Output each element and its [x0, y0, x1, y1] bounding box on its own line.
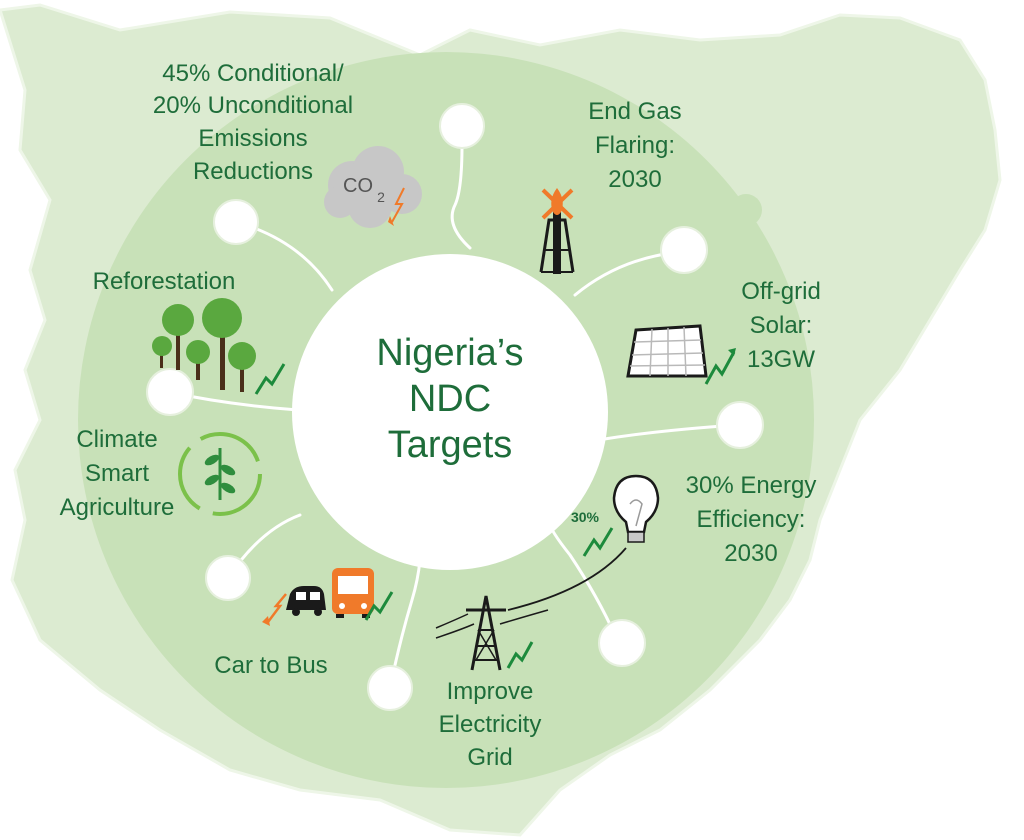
power-line-left — [435, 613, 475, 639]
bus-growth-arrow-icon — [364, 591, 394, 621]
trees-growth-arrow-icon — [254, 363, 286, 395]
solar-panel-icon — [626, 324, 708, 378]
recycle-sprout-icon — [178, 432, 262, 516]
solar-growth-arrow-icon — [704, 351, 736, 385]
agriculture-line1: Climate — [76, 426, 158, 453]
solar-line2: Solar: — [749, 312, 813, 339]
node-efficiency — [598, 619, 646, 667]
agriculture-line3: Agriculture — [59, 494, 175, 521]
emissions-line4: Reductions — [192, 158, 314, 185]
light-bulb-icon — [612, 474, 660, 543]
power-line-right — [499, 609, 549, 625]
center-hub — [292, 254, 608, 570]
solar-line1: Off-grid — [741, 278, 821, 305]
efficiency-badge: 30% — [570, 509, 600, 525]
reforestation-line1: Reforestation — [92, 268, 236, 295]
node-emissions — [439, 103, 485, 149]
emissions-line3: Emissions — [198, 125, 308, 152]
transmission-tower-icon — [466, 595, 506, 671]
gas-flaring-line1: End Gas — [588, 98, 682, 125]
efficiency-growth-arrow-icon — [582, 527, 614, 557]
car-arrow-head-icon — [262, 616, 270, 626]
efficiency-line2: Efficiency: — [696, 506, 806, 533]
grid-line2: Electricity — [438, 711, 542, 738]
transport-line1: Car to Bus — [214, 652, 328, 679]
gas-flare-tower-icon — [539, 188, 575, 274]
power-line-cable — [507, 547, 627, 611]
grid-line3: Grid — [467, 744, 513, 771]
solar-line3: 13GW — [746, 346, 815, 373]
trees-icon — [152, 298, 256, 392]
connector-nodes — [146, 103, 764, 711]
emissions-line1: 45% Conditional/ — [162, 60, 344, 87]
node-transport — [205, 555, 251, 601]
efficiency-line3: 2030 — [724, 540, 778, 567]
efficiency-line1: 30% Energy — [685, 472, 817, 499]
emissions-line2: 20% Unconditional — [152, 92, 354, 119]
co2-subscript: 2 — [377, 189, 385, 205]
node-refor — [213, 199, 259, 245]
node-solar — [716, 401, 764, 449]
co2-cloud-icon — [324, 146, 422, 228]
node-agri — [146, 368, 194, 416]
node-grid — [367, 665, 413, 711]
agriculture-line2: Smart — [84, 460, 149, 487]
divider-emissions-gas — [450, 143, 472, 250]
car-decrease-arrow-icon — [267, 593, 287, 623]
center-title-line1: Nigeria’s — [376, 332, 524, 374]
solar-arrow-head-icon — [728, 348, 736, 356]
divider-grid-transport — [388, 558, 422, 690]
grid-line1: Improve — [446, 678, 534, 705]
car-icon — [286, 586, 326, 616]
bus-icon — [332, 568, 374, 618]
node-gas — [660, 226, 708, 274]
gas-flaring-line3: 2030 — [608, 166, 662, 193]
map-dot — [730, 194, 762, 226]
center-title-line3: Targets — [387, 424, 513, 466]
gas-flaring-line2: Flaring: — [594, 132, 676, 159]
grid-growth-arrow-icon — [506, 641, 534, 669]
co2-label: CO — [343, 175, 373, 197]
center-title-line2: NDC — [408, 378, 492, 420]
